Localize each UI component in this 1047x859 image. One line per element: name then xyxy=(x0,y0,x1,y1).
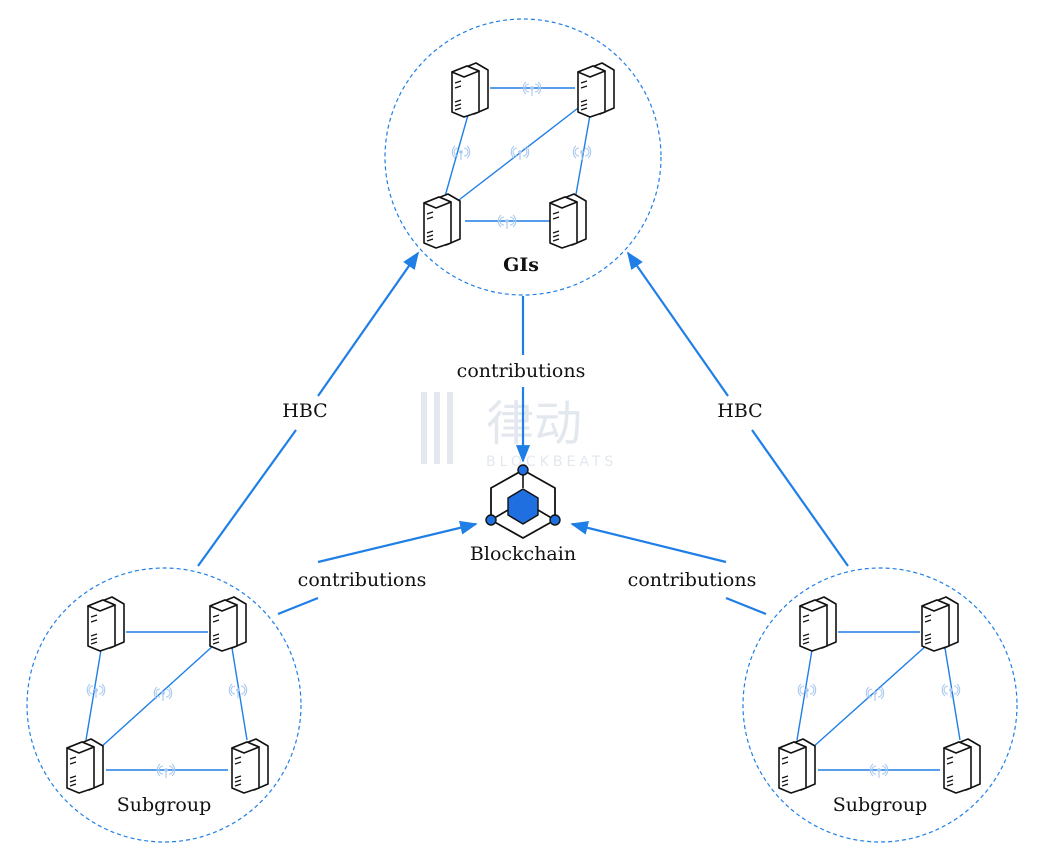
edge-label-left-hbc: HBC xyxy=(282,400,327,422)
server-icon xyxy=(209,596,247,652)
server-icon xyxy=(943,738,981,794)
edge-left-to-top: HBC xyxy=(197,251,420,567)
blockchain-node: Blockchain xyxy=(470,464,576,565)
edge-left-to-center: contributions xyxy=(277,520,478,616)
right-group-ring xyxy=(742,567,1018,843)
server-icon xyxy=(87,596,125,652)
top-group-label: GIs xyxy=(503,254,539,276)
blockchain-label: Blockchain xyxy=(470,543,576,565)
edge-label-right-contributions: contributions xyxy=(628,569,757,591)
left-group: Subgroup xyxy=(26,567,302,843)
right-group: Subgroup xyxy=(742,567,1018,843)
watermark-mark: 律动 xyxy=(486,396,582,452)
server-icon xyxy=(423,193,461,249)
edge-top-to-center: contributions xyxy=(457,296,586,463)
left-group-ring xyxy=(26,567,302,843)
edge-right-to-center: contributions xyxy=(570,520,767,616)
edge-right-to-top: HBC xyxy=(626,251,849,567)
server-icon xyxy=(577,62,615,118)
server-icon xyxy=(921,596,959,652)
server-icon xyxy=(66,738,104,794)
top-group-ring xyxy=(384,18,662,296)
server-icon xyxy=(549,193,587,249)
watermark: 律动 BLOCKBEATS xyxy=(421,392,617,470)
top-group: GIs xyxy=(384,18,662,296)
edge-label-top-contributions: contributions xyxy=(457,360,586,382)
blockchain-icon xyxy=(485,464,561,539)
left-group-label: Subgroup xyxy=(117,794,212,816)
server-icon xyxy=(778,738,816,794)
right-group-label: Subgroup xyxy=(833,794,928,816)
edge-label-left-contributions: contributions xyxy=(298,569,427,591)
server-icon xyxy=(451,62,489,118)
server-icon xyxy=(231,738,269,794)
edge-label-right-hbc: HBC xyxy=(717,400,762,422)
watermark-sub: BLOCKBEATS xyxy=(486,454,617,470)
server-icon xyxy=(799,596,837,652)
